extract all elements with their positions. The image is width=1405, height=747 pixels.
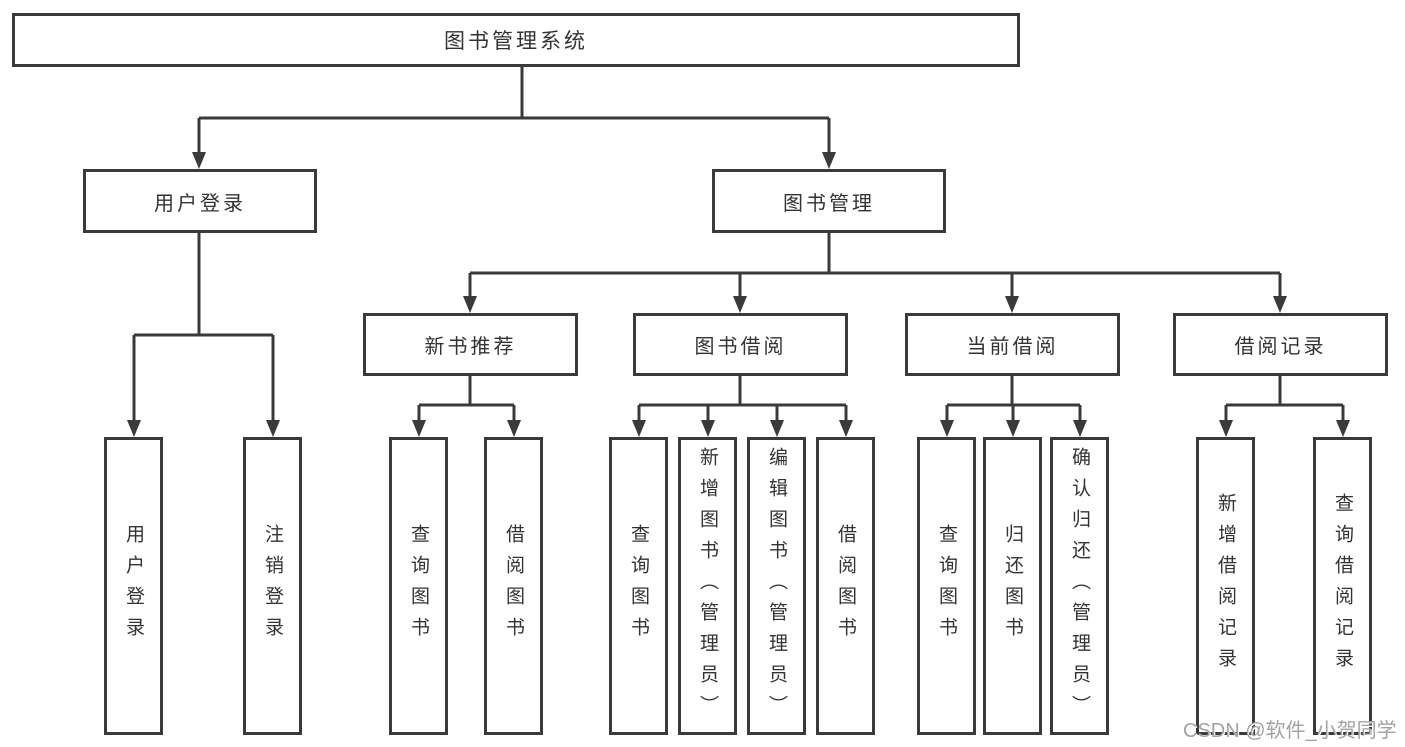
node-label: 查询借阅记录 — [1332, 493, 1353, 679]
leaf-borrow-book-recommend: 借阅图书 — [484, 437, 543, 735]
edge-current-borrow-trunk — [945, 376, 1082, 422]
leaf-query-book-current: 查询图书 — [917, 437, 976, 735]
leaf-add-book-admin: 新增图书（管理员） — [678, 437, 737, 735]
csdn-watermark: CSDN @软件_小贺同学 — [1183, 720, 1397, 742]
node-label: 借阅图书 — [835, 524, 856, 648]
node-book-borrowing: 图书借阅 — [633, 313, 848, 376]
node-label: 新增借阅记录 — [1215, 493, 1236, 679]
node-new-book-recommendation: 新书推荐 — [363, 313, 578, 376]
node-label: 确认归还（管理员） — [1069, 446, 1090, 726]
arrowheads — [127, 152, 1350, 437]
node-user-login: 用户登录 — [83, 169, 317, 233]
node-label: 图书借阅 — [694, 336, 787, 358]
node-label: 查询图书 — [936, 524, 957, 648]
leaf-add-borrow-record: 新增借阅记录 — [1196, 437, 1255, 735]
leaf-query-borrow-record: 查询借阅记录 — [1313, 437, 1372, 735]
leaf-borrow-book-borrowing: 借阅图书 — [816, 437, 875, 735]
edge-book-borrow-trunk — [637, 376, 848, 422]
leaf-edit-book-admin: 编辑图书（管理员） — [747, 437, 806, 735]
node-label: 借阅图书 — [503, 524, 524, 648]
leaf-user-login: 用户登录 — [104, 437, 163, 735]
node-label: 用户登录 — [154, 192, 246, 215]
node-borrowing-records: 借阅记录 — [1173, 313, 1388, 376]
node-label: 新增图书（管理员） — [697, 446, 718, 726]
node-current-borrowing: 当前借阅 — [905, 313, 1120, 376]
node-label: 查询图书 — [628, 524, 649, 648]
node-library-management-system: 图书管理系统 — [12, 13, 1020, 67]
leaf-query-book-borrowing: 查询图书 — [609, 437, 668, 735]
node-label: 图书管理 — [783, 192, 875, 215]
node-label: 新书推荐 — [424, 336, 517, 358]
node-label: 查询图书 — [408, 524, 429, 648]
node-label: 图书管理系统 — [444, 30, 588, 53]
node-label: 借阅记录 — [1234, 336, 1327, 358]
edge-book-mgmt-trunk — [468, 233, 1282, 298]
edge-borrow-records-trunk — [1224, 376, 1345, 422]
node-label: 归还图书 — [1002, 524, 1023, 648]
edge-root-trunk — [197, 66, 831, 154]
node-book-management: 图书管理 — [712, 169, 946, 233]
node-label: 用户登录 — [123, 524, 144, 648]
node-label: 注销登录 — [262, 524, 283, 648]
edge-user-login-trunk — [132, 233, 275, 422]
leaf-query-book-recommend: 查询图书 — [389, 437, 448, 735]
node-label: 当前借阅 — [966, 336, 1059, 358]
leaf-logout: 注销登录 — [243, 437, 302, 735]
edge-new-book-rec-trunk — [417, 376, 516, 422]
leaf-return-book: 归还图书 — [983, 437, 1042, 735]
node-label: 编辑图书（管理员） — [766, 446, 787, 726]
leaf-confirm-return-admin: 确认归还（管理员） — [1050, 437, 1109, 735]
